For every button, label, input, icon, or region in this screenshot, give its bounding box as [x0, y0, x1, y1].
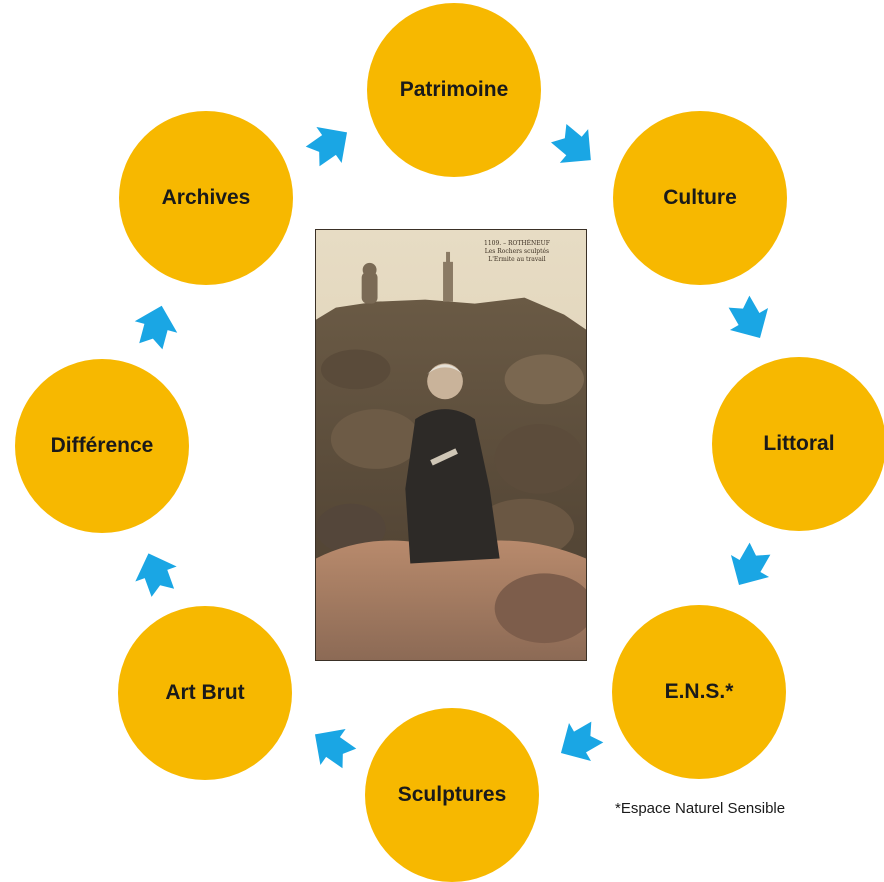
arrow-culture-to-littoral — [716, 286, 782, 352]
node-label-sculptures: Sculptures — [397, 783, 507, 806]
node-patrimoine: Patrimoine — [367, 3, 541, 177]
node-label-ens: E.N.S.* — [664, 680, 734, 703]
chevron-arrow-icon — [314, 728, 357, 769]
arrow-ens-to-sculptures — [547, 709, 613, 775]
arrow-art-brut-to-difference — [125, 543, 187, 605]
node-label-difference: Différence — [50, 434, 154, 457]
chevron-arrow-icon — [134, 305, 178, 350]
node-label-littoral: Littoral — [763, 432, 835, 455]
node-label-art-brut: Art Brut — [165, 681, 245, 704]
node-art-brut: Art Brut — [118, 606, 292, 780]
node-label-archives: Archives — [161, 186, 251, 209]
chevron-arrow-icon — [305, 126, 348, 167]
node-culture: Culture — [613, 111, 787, 285]
chevron-arrow-icon — [550, 123, 591, 163]
photo-caption: 1109. – ROTHÉNEUF Les Rochers sculptés L… — [484, 240, 550, 264]
arrow-sculptures-to-art-brut — [300, 714, 367, 781]
photo-caption-line3: L'Ermite au travail — [488, 256, 546, 263]
photo-caption-line1: 1109. – ROTHÉNEUF — [484, 240, 550, 247]
node-ens: E.N.S.* — [612, 605, 786, 779]
chevron-arrow-icon — [728, 295, 769, 339]
chevron-arrow-icon — [135, 553, 177, 597]
arrow-patrimoine-to-culture — [540, 112, 608, 180]
photo-caption-line2: Les Rochers sculptés — [484, 248, 550, 255]
node-label-culture: Culture — [663, 186, 737, 209]
chevron-arrow-icon — [730, 542, 771, 586]
node-difference: Différence — [15, 359, 189, 533]
footnote: *Espace Naturel Sensible — [615, 800, 786, 817]
node-littoral: Littoral — [712, 357, 884, 531]
node-archives: Archives — [119, 111, 293, 285]
hermit-photo-image — [316, 230, 586, 660]
arrow-archives-to-patrimoine — [296, 112, 363, 179]
node-label-patrimoine: Patrimoine — [399, 78, 509, 101]
chevron-arrow-icon — [560, 721, 604, 762]
arrow-difference-to-archives — [127, 298, 186, 357]
arrow-littoral-to-ens — [717, 533, 783, 599]
node-sculptures: Sculptures — [365, 708, 539, 882]
central-photograph: 1109. – ROTHÉNEUF Les Rochers sculptés L… — [315, 229, 587, 661]
